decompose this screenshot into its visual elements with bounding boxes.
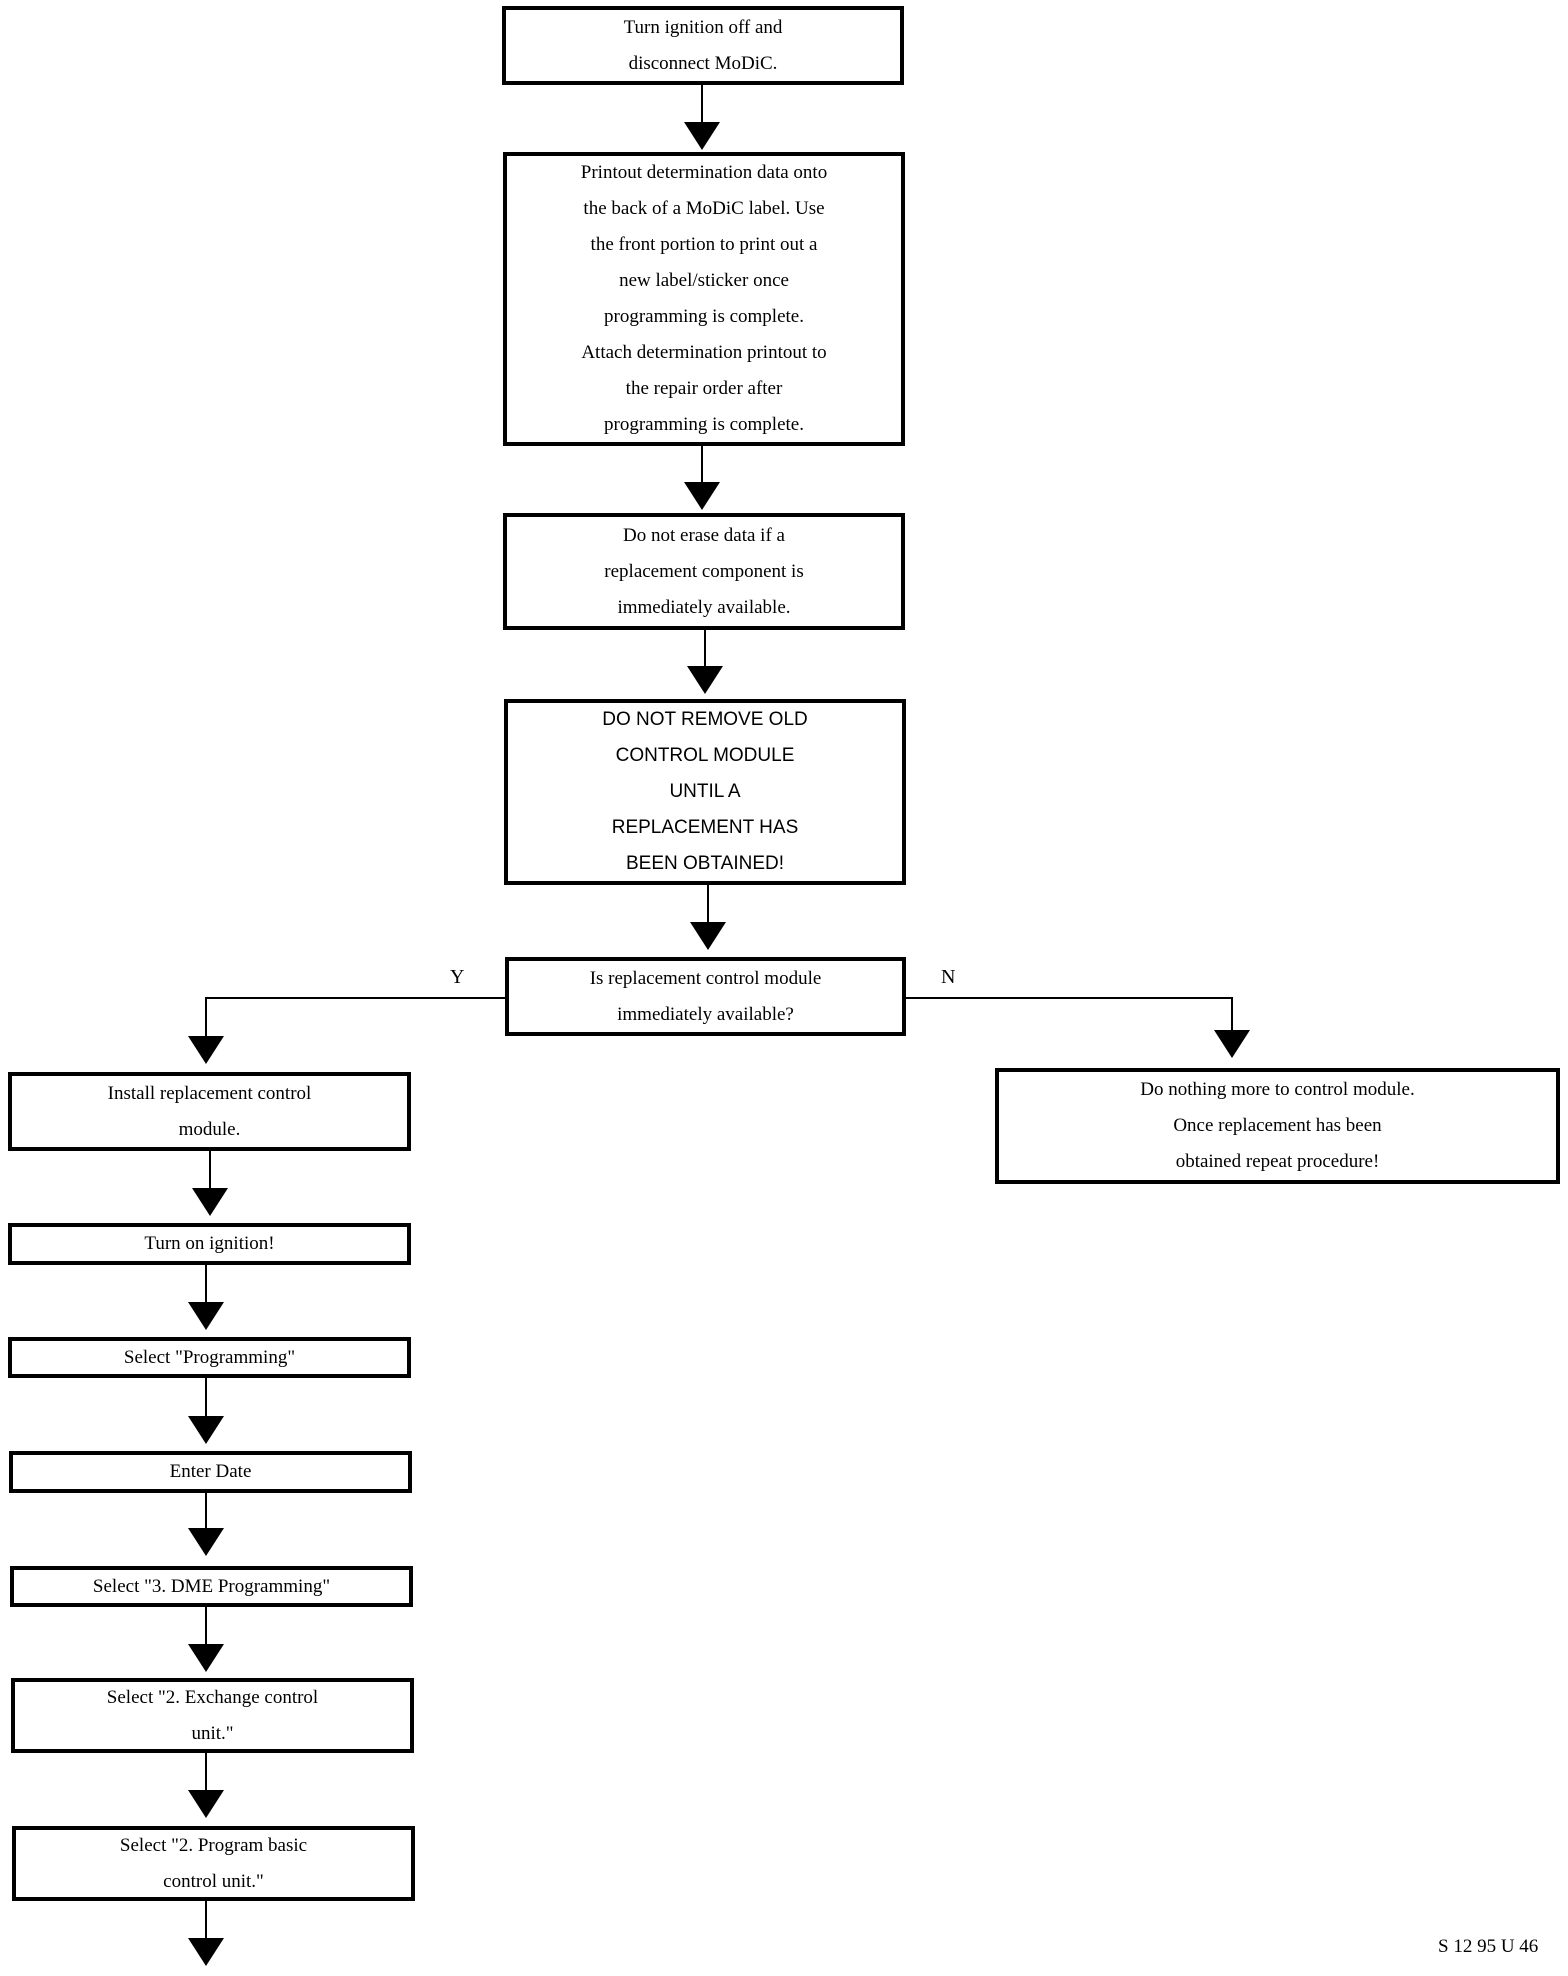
- step-turn-on-ignition: Turn on ignition!: [8, 1223, 411, 1265]
- arrowhead-icon: [192, 1188, 228, 1216]
- step-text: Enter Date: [169, 1461, 252, 1482]
- step-text: Printout determination data onto the bac…: [580, 162, 828, 435]
- step-text: Select "2. Program basic control unit.": [119, 1834, 308, 1892]
- figure-code: S 12 95 U 46: [1438, 1936, 1539, 1957]
- step-install-replacement: Install replacement control module.: [8, 1072, 411, 1151]
- connector-line-yes: [205, 997, 505, 1036]
- arrowhead-icon: [188, 1938, 224, 1966]
- step-warning-do-not-remove: DO NOT REMOVE OLD CONTROL MODULE UNTIL A…: [504, 699, 906, 885]
- step-do-nothing-more: Do nothing more to control module. Once …: [995, 1068, 1560, 1184]
- arrowhead-icon: [188, 1528, 224, 1556]
- connector-line-no: [906, 997, 1233, 1030]
- step-text: Do not erase data if a replacement compo…: [604, 524, 804, 618]
- step-text: Select "3. DME Programming": [92, 1575, 331, 1597]
- arrowhead-icon: [188, 1302, 224, 1330]
- step-text: Do nothing more to control module. Once …: [1140, 1079, 1415, 1172]
- arrowhead-icon: [188, 1644, 224, 1672]
- step-enter-date: Enter Date: [9, 1451, 412, 1493]
- step-printout-determination: Printout determination data onto the bac…: [503, 152, 905, 446]
- arrowhead-icon: [188, 1036, 224, 1064]
- arrowhead-icon: [687, 666, 723, 694]
- step-select-program-basic-control-unit: Select "2. Program basic control unit.": [12, 1826, 415, 1901]
- arrowhead-icon: [188, 1790, 224, 1818]
- step-select-dme-programming: Select "3. DME Programming": [10, 1566, 413, 1607]
- yes-label: Y: [450, 966, 465, 988]
- step-do-not-erase: Do not erase data if a replacement compo…: [503, 513, 905, 630]
- step-text: Select "Programming": [123, 1346, 296, 1368]
- step-text: Is replacement control module immediatel…: [589, 967, 822, 1025]
- step-turn-ignition-off: Turn ignition off and disconnect MoDiC.: [502, 6, 904, 85]
- step-select-programming: Select "Programming": [8, 1337, 411, 1378]
- arrowhead-icon: [188, 1416, 224, 1444]
- no-label: N: [941, 966, 956, 988]
- step-text: Turn on ignition!: [144, 1233, 275, 1254]
- step-text: DO NOT REMOVE OLD CONTROL MODULE UNTIL A…: [602, 709, 808, 874]
- arrowhead-icon: [684, 122, 720, 150]
- step-text: Install replacement control module.: [107, 1082, 312, 1140]
- step-text: Select "2. Exchange control unit.": [106, 1686, 319, 1744]
- step-text: Turn ignition off and disconnect MoDiC.: [623, 16, 783, 74]
- decision-replacement-available: Is replacement control module immediatel…: [505, 957, 906, 1036]
- step-select-exchange-control-unit: Select "2. Exchange control unit.": [11, 1678, 414, 1753]
- arrowhead-icon: [1214, 1030, 1250, 1058]
- arrowhead-icon: [684, 482, 720, 510]
- arrowhead-icon: [690, 922, 726, 950]
